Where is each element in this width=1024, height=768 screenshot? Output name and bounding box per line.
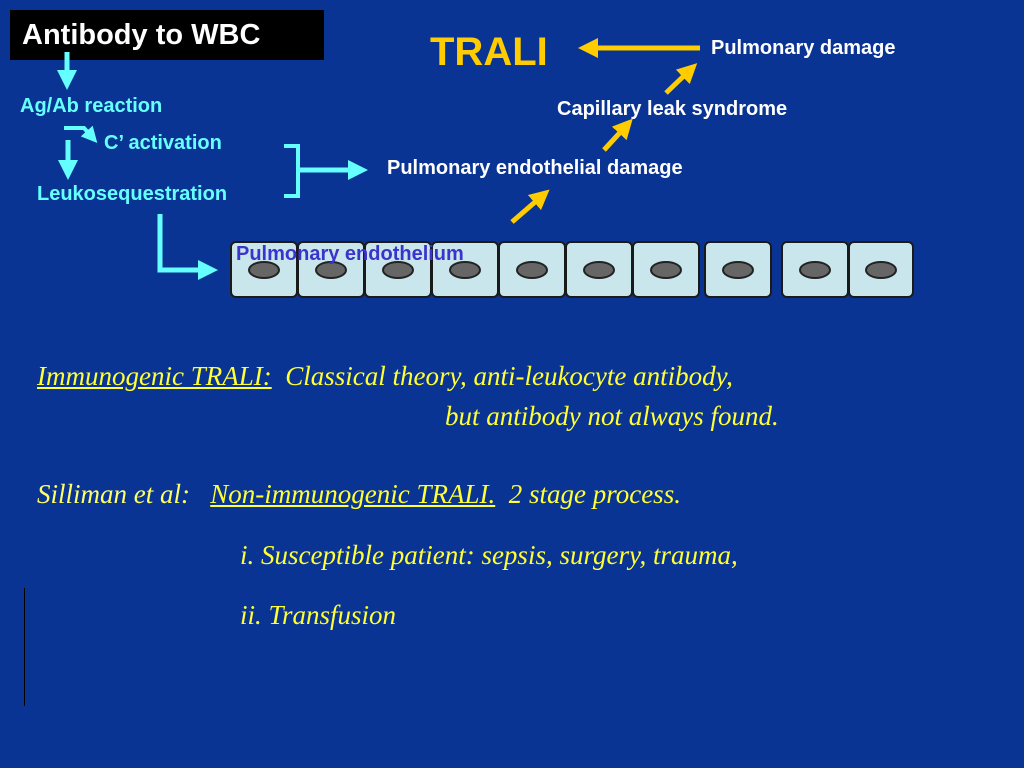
endothelial-cell bbox=[364, 241, 432, 298]
pulmonary-damage-label: Pulmonary damage bbox=[711, 37, 896, 59]
non-immunogenic-heading-text: Non-immunogenic TRALI bbox=[210, 479, 489, 509]
non-immunogenic-heading: Non-immunogenic TRALI. bbox=[210, 479, 495, 509]
capillary-leak-label: Capillary leak syndrome bbox=[557, 98, 788, 120]
arrow-endothelium-to-damage bbox=[510, 189, 550, 224]
silliman-rest: 2 stage process. bbox=[508, 479, 681, 509]
silliman-line: Silliman et al: Non-immunogenic TRALI. 2… bbox=[37, 479, 681, 510]
endothelial-cell bbox=[781, 241, 849, 298]
bracket bbox=[284, 144, 300, 198]
c-activation-label: C’ activation bbox=[104, 132, 222, 154]
endothelial-cell bbox=[431, 241, 499, 298]
endothelial-cell bbox=[498, 241, 566, 298]
immunogenic-line1: Immunogenic TRALI: Classical theory, ant… bbox=[37, 361, 733, 392]
arrow-damage-to-capillary bbox=[602, 118, 633, 152]
cell-nucleus bbox=[583, 260, 615, 279]
pulmonary-endothelial-damage-label: Pulmonary endothelial damage bbox=[387, 157, 683, 179]
cell-nucleus bbox=[516, 260, 548, 279]
arrow-capillary-to-pulmonary bbox=[664, 63, 698, 95]
ag-ab-reaction-label: Ag/Ab reaction bbox=[20, 95, 163, 117]
immunogenic-text2: but antibody not always found. bbox=[445, 401, 779, 431]
endothelial-cell bbox=[230, 241, 298, 298]
silliman-prefix: Silliman et al: bbox=[37, 479, 190, 509]
cell-nucleus bbox=[650, 260, 682, 279]
endothelial-cell bbox=[297, 241, 365, 298]
silliman-item2: ii. Transfusion bbox=[240, 600, 397, 630]
immunogenic-text1: Classical theory, anti-leukocyte antibod… bbox=[285, 361, 733, 391]
pulmonary-endothelium-label: Pulmonary endothelium bbox=[236, 243, 464, 265]
endothelial-cell bbox=[848, 241, 914, 298]
cell-nucleus bbox=[315, 260, 347, 279]
immunogenic-heading: Immunogenic TRALI: bbox=[37, 361, 272, 391]
cell-nucleus bbox=[865, 260, 897, 279]
leukosequestration-label: Leukosequestration bbox=[37, 183, 228, 205]
cell-nucleus bbox=[382, 260, 414, 279]
non-immunogenic-heading-punct: . bbox=[488, 479, 496, 509]
silliman-item1: i. Susceptible patient: sepsis, surgery,… bbox=[240, 540, 738, 570]
trali-title: TRALI bbox=[430, 30, 548, 74]
title-box: Antibody to WBC bbox=[10, 10, 324, 60]
cell-nucleus bbox=[248, 260, 280, 279]
endothelial-cell bbox=[565, 241, 633, 298]
arrow-agab-to-c-activation bbox=[64, 125, 98, 143]
cell-nucleus bbox=[722, 260, 754, 279]
cell-nucleus bbox=[449, 260, 481, 279]
cell-nucleus bbox=[799, 260, 831, 279]
left-divider-line bbox=[24, 588, 25, 706]
arrow-leuko-to-endothelium bbox=[157, 214, 218, 280]
endothelial-cell bbox=[632, 241, 700, 298]
endothelial-cell bbox=[704, 241, 772, 298]
